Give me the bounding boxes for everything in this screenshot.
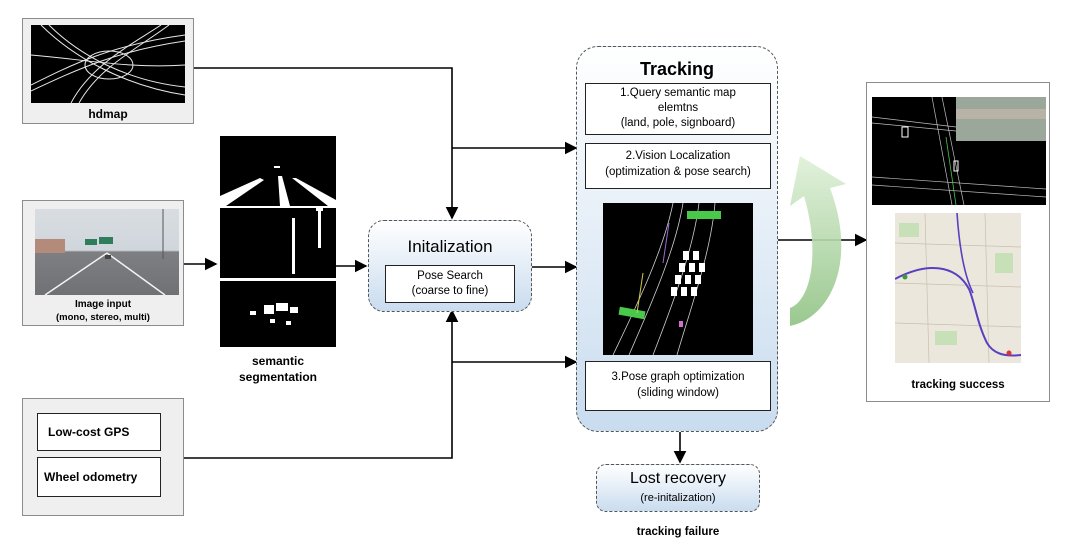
hdmap-panel: hdmap [22,18,194,124]
odometry-label: Wheel odometry [44,470,138,484]
lost-recovery-title: Lost recovery [629,470,727,487]
step3-line2: (sliding window) [637,387,719,399]
initialization-title: Initalization [407,237,493,256]
step3-line1: 3.Pose graph optimization [611,371,745,383]
hdmap-label: hdmap [88,107,128,121]
tracking-failure-caption: tracking failure [636,526,720,538]
tracking-step-1: 1.Query semantic map elemtns (land, pole… [585,83,771,135]
tracking-title: Tracking [639,59,715,79]
tracking-panel: Tracking 1.Query semantic map elemtns (l… [576,46,778,432]
pose-search-box: Pose Search (coarse to fine) [385,265,515,303]
segmentation-lane-image [220,136,336,206]
lost-recovery-sub: (re-initalization) [640,492,716,504]
sensor-panel: Low-cost GPS Wheel odometry [22,398,184,516]
gps-box: Low-cost GPS [37,413,161,451]
image-input-panel: Image input (mono, stereo, multi) [22,200,184,326]
tracking-step-2: 2.Vision Localization (optimization & po… [585,143,771,189]
step2-line2: (optimization & pose search) [605,166,751,178]
vision-localization-image [603,203,753,355]
gps-label: Low-cost GPS [48,425,130,439]
camera-image [35,209,179,295]
sensor-arrow [184,309,459,459]
odometry-box: Wheel odometry [37,457,161,497]
step1-line2: elemtns [657,102,699,114]
hdmap-arrow [192,67,459,220]
step1-line1: 1.Query semantic map [620,87,736,99]
step2-line1: 2.Vision Localization [625,150,731,162]
pose-search-line2: (coarse to fine) [411,285,489,297]
segmentation-label-1: semantic [251,354,305,368]
segmentation-sign-image [220,281,336,347]
lost-recovery-box: Lost recovery (re-initalization) [596,464,760,512]
segmentation-pole-image [220,208,336,278]
route-map-image [895,213,1021,363]
initialization-panel: Initalization Pose Search (coarse to fin… [368,220,532,312]
hdmap-image [31,25,185,103]
image-input-label: Image input [74,299,132,310]
image-input-sub: (mono, stereo, multi) [56,312,150,323]
step1-line3: (land, pole, signboard) [620,117,736,129]
segmentation-label-2: segmentation [238,370,317,384]
tracking-success-caption: tracking success [911,379,1005,391]
pose-search-line1: Pose Search [417,270,483,282]
tracking-step-3: 3.Pose graph optimization (sliding windo… [585,361,771,411]
result-map-image [872,97,1046,205]
loop-arrow-icon [790,156,846,326]
result-panel: tracking success [866,82,1050,402]
